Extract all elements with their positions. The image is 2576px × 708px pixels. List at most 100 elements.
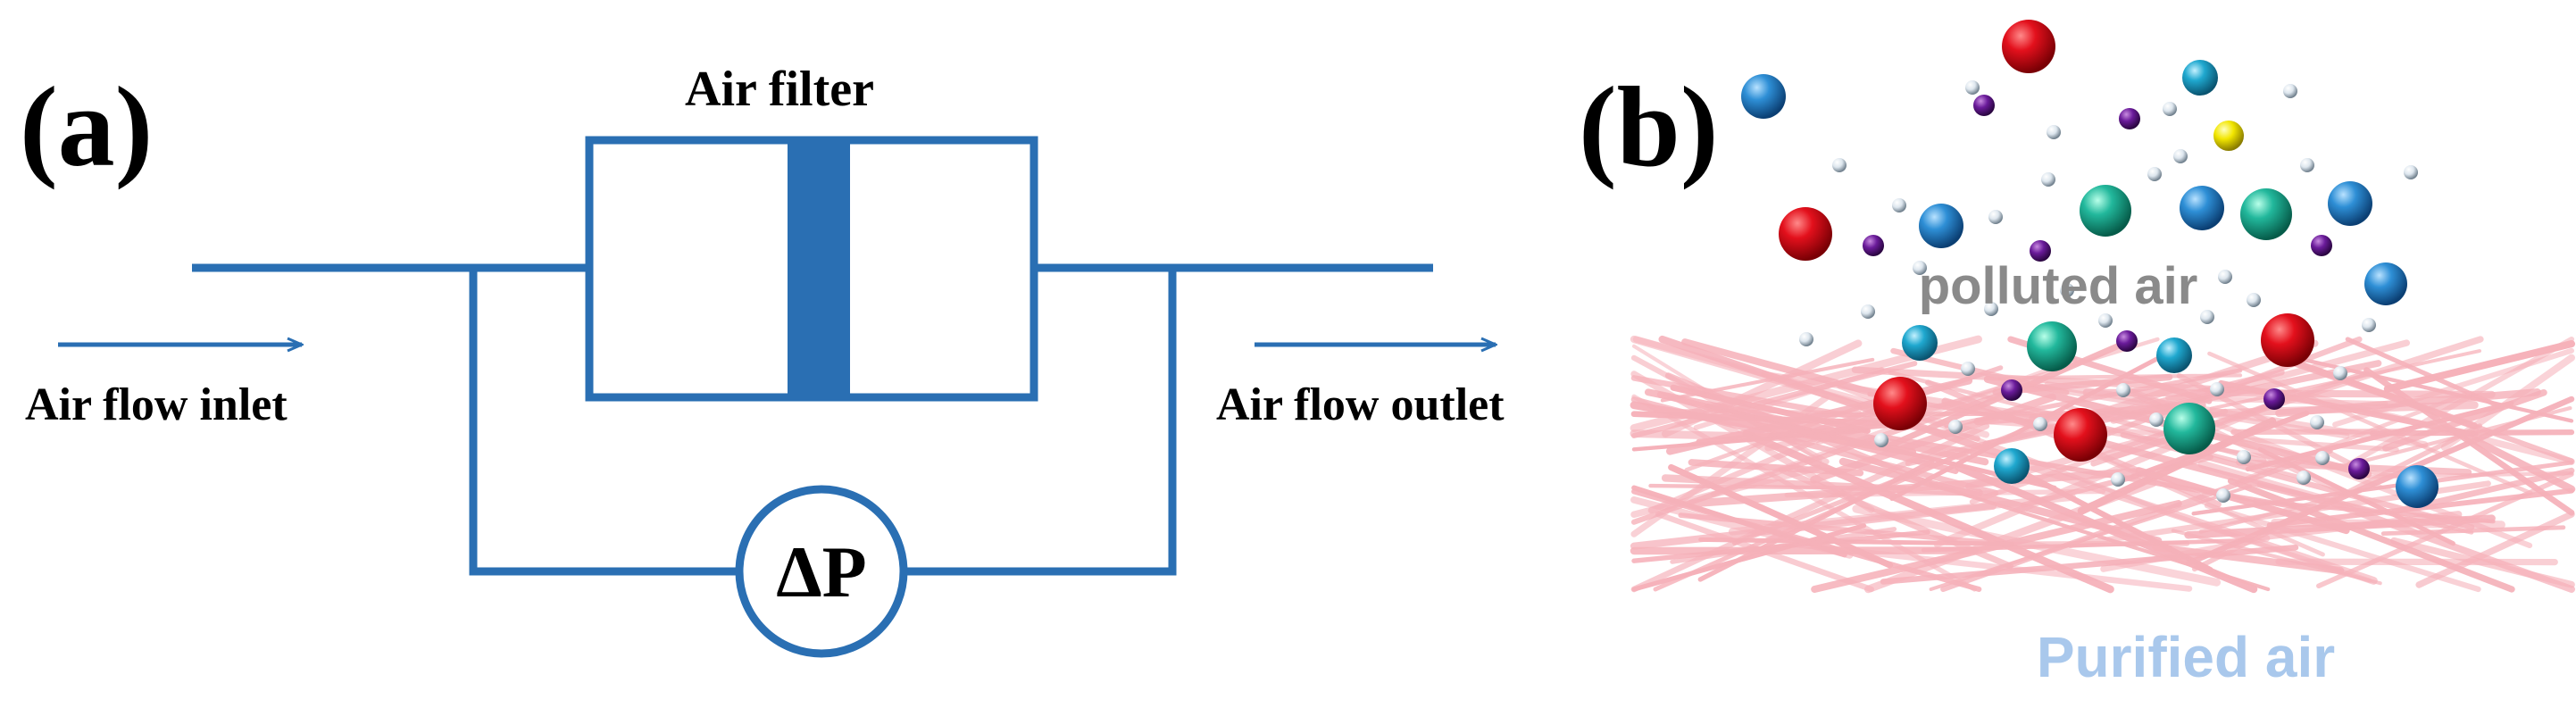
fiber [1929, 484, 2253, 591]
particle-purple [2001, 379, 2022, 401]
outlet-label: Air flow outlet [1216, 379, 1505, 430]
particle-red [2261, 313, 2314, 367]
fiber [2390, 537, 2575, 588]
fiber [1647, 402, 1903, 514]
fiber [1697, 459, 1935, 582]
particle-blue [1741, 74, 1786, 119]
fiber-mat [1630, 335, 2576, 594]
particle-small [2210, 382, 2224, 396]
panel-b-label: (b) [1579, 63, 1718, 190]
fiber [1670, 527, 1897, 564]
fiber [2029, 401, 2479, 423]
fiber [1630, 546, 1979, 555]
particle-purple [2119, 108, 2140, 129]
fiber [1681, 338, 1891, 401]
particle-small [2300, 158, 2314, 172]
fiber [1658, 335, 2022, 464]
particle-blue [2180, 186, 2224, 230]
filter-element [788, 140, 850, 397]
fiber [1661, 339, 1863, 437]
fiber [1630, 464, 1822, 519]
particle-small [2200, 310, 2214, 324]
particle-small [2297, 471, 2311, 485]
particle-small [2111, 472, 2125, 487]
particle-teal [2027, 321, 2077, 371]
fiber [1698, 537, 2015, 546]
fiber [2152, 543, 2345, 575]
particle-purple [2263, 388, 2285, 410]
particle-small [2283, 84, 2297, 98]
particle-yellow [2213, 121, 2244, 151]
particle-small [2147, 167, 2162, 181]
pressure-loop [469, 268, 1177, 576]
fiber [2455, 429, 2576, 494]
particle-small [2404, 165, 2418, 179]
particle-cyan [1902, 325, 1938, 361]
fiber [2345, 337, 2505, 410]
particle-small [2216, 488, 2230, 503]
particle-blue [2396, 465, 2438, 508]
particle-small [2098, 313, 2113, 328]
filter-title: Air filter [685, 62, 874, 117]
panel-a-label: (a) [20, 63, 153, 190]
particle-small [1961, 362, 1975, 376]
fiber [2227, 478, 2515, 593]
particle-small [1874, 433, 1888, 447]
fiber [1955, 463, 2258, 594]
particle-small [2333, 366, 2347, 380]
particle-blue [1919, 204, 1963, 248]
particle-blue [2364, 262, 2407, 305]
particle-small [1988, 210, 2003, 224]
fiber [2383, 340, 2576, 393]
particle-purple [2311, 235, 2332, 256]
particle-small [2149, 412, 2163, 427]
particle-small [2163, 102, 2177, 116]
particle-small [2218, 270, 2232, 284]
fiber [2135, 467, 2350, 535]
particle-small [1832, 158, 1847, 172]
panel-b: (b) polluted air Purified air [1579, 20, 2576, 689]
particle-small [1984, 302, 1998, 316]
pressure-gauge [735, 485, 908, 658]
fiber [2207, 351, 2533, 496]
particle-cyan [2182, 60, 2218, 96]
particle-cyan [1994, 448, 2030, 484]
fiber [2256, 511, 2463, 541]
particle-red [1779, 207, 1832, 261]
panel-a: (a) Air filter ΔP Air flow inlet Air flo… [20, 62, 1505, 658]
particle-small [2033, 417, 2047, 431]
particle-small [2041, 172, 2055, 187]
fiber [1630, 429, 1819, 443]
particle-purple [1973, 95, 1995, 116]
fiber [1630, 502, 1997, 550]
particle-blue [2328, 181, 2372, 226]
particle-small [2362, 318, 2376, 332]
fiber [2300, 357, 2574, 423]
particles-back [1741, 20, 2418, 328]
inlet-label: Air flow inlet [25, 379, 288, 430]
particle-small [1861, 304, 1875, 319]
particle-purple [2116, 330, 2138, 352]
fiber [1852, 504, 2222, 587]
particle-small [2047, 125, 2061, 139]
particle-red [1873, 377, 1927, 430]
fiber [1864, 479, 2157, 594]
pressure-gauge-label: ΔP [776, 531, 867, 612]
particle-small [1948, 420, 1963, 434]
particle-purple [2348, 458, 2370, 479]
particle-small [2060, 283, 2074, 297]
particle-small [2173, 149, 2188, 163]
fiber [2266, 487, 2574, 529]
particle-purple [1863, 235, 1884, 256]
particle-teal [2240, 188, 2292, 240]
fiber [2431, 460, 2574, 484]
particle-small [2310, 415, 2324, 429]
particle-teal [2080, 185, 2131, 237]
fiber [2185, 396, 2575, 566]
fiber [1811, 500, 2182, 593]
fiber [1688, 459, 1864, 477]
fiber [1661, 474, 1983, 497]
particle-small [1913, 261, 1927, 275]
